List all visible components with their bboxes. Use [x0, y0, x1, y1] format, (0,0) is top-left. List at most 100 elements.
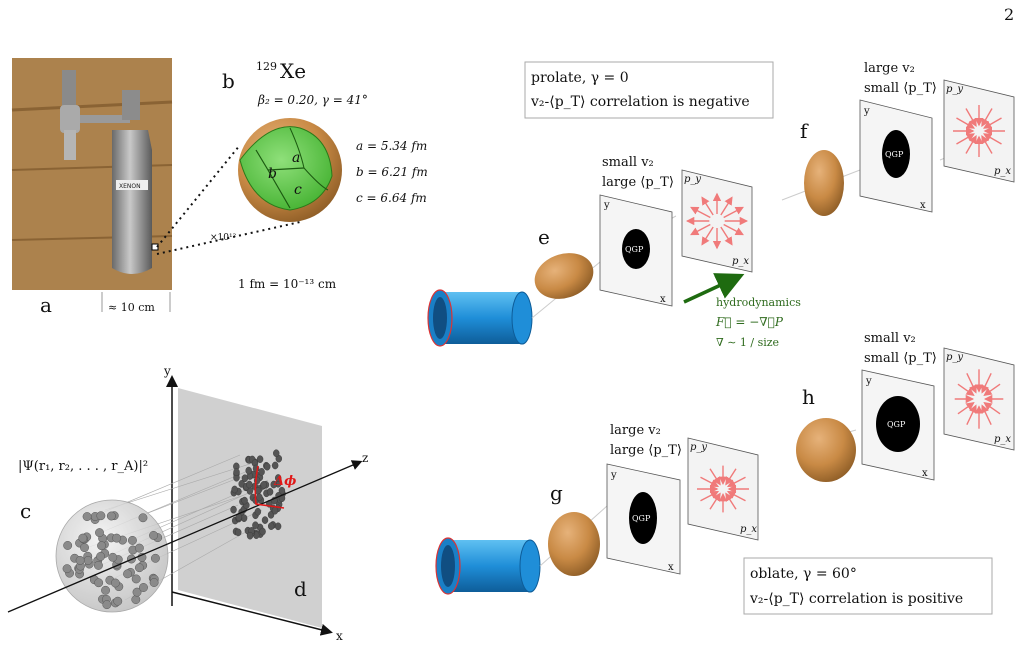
zoom-factor: ×10¹² — [210, 233, 237, 243]
plane-h-x: x — [922, 468, 928, 479]
projected-nucleon — [234, 469, 240, 476]
projected-nucleon — [262, 517, 268, 524]
plane-f-x: x — [920, 200, 926, 211]
projected-nucleon — [267, 488, 273, 495]
nucleon — [97, 512, 105, 520]
projected-nucleon — [264, 463, 270, 470]
nucleon — [95, 528, 103, 536]
nucleon — [103, 600, 111, 608]
projected-nucleon — [273, 450, 279, 457]
x-axis-label: x — [336, 629, 343, 643]
panel-g-label: g — [550, 481, 563, 505]
qgp-g: QGP — [632, 514, 651, 523]
oblate-line2: v₂-⟨p_T⟩ correlation is positive — [749, 591, 963, 607]
photo-tank-label: XENON — [119, 183, 141, 190]
nucleon — [83, 512, 91, 520]
beam-cylinder-top — [428, 290, 532, 346]
nucleon — [128, 536, 136, 544]
axis-b-label: b — [268, 166, 277, 182]
projected-nucleon — [256, 494, 262, 501]
projected-nucleon — [235, 529, 241, 536]
projected-nucleon — [268, 523, 274, 530]
qgp-h: QGP — [887, 420, 906, 429]
h-v2: small v₂ — [864, 331, 916, 346]
plane-h-y: y — [865, 376, 872, 387]
projected-nucleon — [275, 523, 281, 530]
projected-nucleon — [232, 486, 238, 493]
qgp-e: QGP — [625, 245, 644, 254]
projected-nucleon — [255, 508, 261, 515]
nucleon — [109, 553, 117, 561]
nucleus-e — [529, 246, 600, 306]
deformation-params: β₂ = 0.20, γ = 41° — [257, 93, 368, 107]
nucleon — [94, 579, 102, 587]
nucleon — [101, 586, 109, 594]
momentum-f-px: p_x — [994, 166, 1011, 177]
nucleon — [132, 595, 140, 603]
momentum-h-py: p_y — [946, 352, 963, 363]
panel-c-label: c — [20, 499, 31, 523]
dimension-a: a = 5.34 fm — [356, 139, 427, 153]
momentum-h-px: p_x — [994, 434, 1011, 445]
g-pt: large ⟨p_T⟩ — [610, 443, 682, 458]
panel-a-photo: XENON — [12, 58, 172, 290]
prolate-line2: v₂-⟨p_T⟩ correlation is negative — [530, 94, 750, 110]
projected-nucleon — [272, 507, 278, 514]
nucleus-g — [548, 512, 600, 576]
projected-nucleon — [259, 468, 265, 475]
e-v2: small v₂ — [602, 155, 654, 170]
page-number: 2 — [1004, 5, 1014, 24]
g-v2: large v₂ — [610, 423, 661, 438]
oblate-line1: oblate, γ = 60° — [750, 566, 857, 582]
e-pt: large ⟨p_T⟩ — [602, 175, 674, 190]
projected-nucleon — [261, 481, 267, 488]
plane-g-y: y — [610, 470, 617, 481]
scale-bar-label: ≈ 10 cm — [108, 301, 155, 314]
panel-h-label: h — [802, 385, 815, 409]
nucleon — [96, 552, 104, 560]
nucleus-h — [796, 418, 856, 482]
momentum-g-py: p_y — [690, 442, 707, 453]
projected-nucleon — [272, 462, 278, 469]
nucleon — [84, 556, 92, 564]
projected-nucleon — [247, 532, 253, 539]
nucleon — [150, 578, 158, 586]
projected-nucleon — [252, 522, 258, 529]
projected-nucleon — [246, 481, 252, 488]
projected-nucleon — [257, 456, 263, 463]
nucleus-f — [804, 150, 844, 216]
panel-f-label: f — [800, 119, 809, 143]
axis-a-label: a — [292, 150, 300, 166]
projected-nucleon — [260, 528, 266, 535]
nucleon — [139, 583, 147, 591]
nucleon — [80, 543, 88, 551]
nucleon — [79, 534, 87, 542]
f-v2: large v₂ — [864, 61, 915, 76]
wavefunction-label: |Ψ(r₁, r₂, . . . , r_A)|² — [18, 459, 148, 474]
panel-d-label: d — [294, 577, 307, 601]
nucleon — [114, 597, 122, 605]
projected-nucleon — [242, 497, 248, 504]
projected-nucleon — [231, 506, 237, 513]
nucleon — [139, 514, 147, 522]
momentum-e-py: p_y — [684, 174, 701, 185]
h-pt: small ⟨p_T⟩ — [864, 351, 937, 366]
xe-nucleus — [238, 118, 342, 222]
plane-e-y: y — [603, 200, 610, 211]
dimension-c: c = 6.64 fm — [356, 191, 427, 205]
plane-f-y: y — [863, 106, 870, 117]
nucleon — [63, 541, 71, 549]
nucleon — [132, 575, 140, 583]
axis-c-label: c — [294, 182, 302, 198]
nucleon — [149, 531, 157, 539]
nucleon — [94, 561, 102, 569]
isotope-symbol: Xe — [280, 59, 306, 83]
nucleon — [76, 556, 84, 564]
momentum-g-px: p_x — [740, 524, 757, 535]
panel-b-label: b — [222, 69, 235, 93]
nucleon — [135, 563, 143, 571]
nucleon — [63, 564, 71, 572]
dimension-b: b = 6.21 fm — [356, 165, 428, 179]
delta-phi-label: Δϕ — [273, 474, 296, 489]
